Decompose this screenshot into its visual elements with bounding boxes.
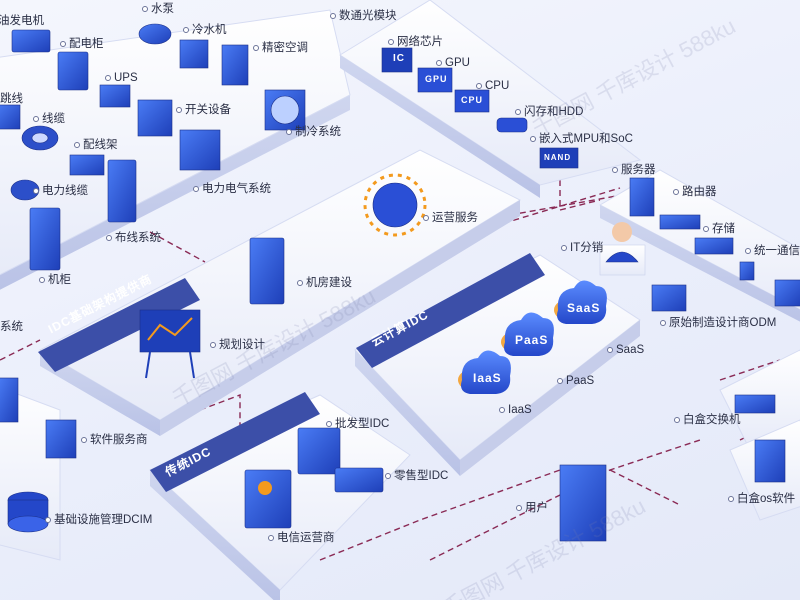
banner-cloud-shape — [356, 253, 545, 368]
chip-nand-text: NAND — [544, 153, 572, 162]
label-cabling-system: 布线系统 — [106, 231, 161, 245]
banner-traditional-shape — [150, 392, 320, 492]
label-power-electric: 电力电气系统 — [193, 182, 271, 196]
label-optical-module: 数通光模块 — [330, 9, 397, 23]
cloud-saas-text: SaaS — [567, 301, 601, 315]
label-precision-ac: 精密空调 — [253, 41, 308, 55]
label-flash-hdd: 闪存和HDD — [515, 105, 583, 119]
device-icons — [0, 23, 800, 542]
label-power-cable: 电力线缆 — [33, 184, 88, 198]
iaas-cloud-icon — [458, 350, 511, 394]
saas-cloud-icon — [554, 280, 607, 324]
label-network-chip: 网络芯片 — [388, 35, 443, 49]
label-system: 系统 — [0, 321, 23, 333]
label-embedded-mpu: 嵌入式MPU和SoC — [530, 132, 633, 146]
label-whitebox-os: 白盒os软件 — [728, 492, 795, 506]
label-saas: SaaS — [607, 343, 644, 357]
label-gpu: GPU — [436, 56, 470, 70]
label-iaas: IaaS — [499, 403, 532, 417]
label-router: 路由器 — [673, 185, 717, 199]
label-paas: PaaS — [557, 374, 594, 388]
label-planning-design: 规划设计 — [210, 338, 265, 352]
chip-ic-text: IC — [393, 53, 405, 64]
label-odm: 原始制造设计商ODM — [660, 316, 776, 330]
label-ups: UPS — [105, 71, 138, 85]
label-software-vendor: 软件服务商 — [81, 433, 148, 447]
label-wholesale-idc: 批发型IDC — [326, 417, 389, 431]
label-dcim: 基础设施管理DCIM — [45, 513, 152, 527]
platform-chips — [339, 0, 642, 198]
cloud-pins — [458, 280, 607, 394]
label-retail-idc: 零售型IDC — [385, 469, 448, 483]
chip-gpu-text: GPU — [425, 74, 448, 84]
label-refrigeration: 制冷系统 — [286, 125, 341, 139]
cloud-paas-text: PaaS — [515, 333, 549, 347]
label-cable: 线缆 — [33, 112, 65, 126]
label-water-pump: 水泵 — [142, 2, 174, 16]
paas-cloud-icon — [501, 312, 554, 356]
label-user: 用户 — [516, 501, 548, 515]
label-switchgear: 开关设备 — [176, 103, 231, 117]
label-it-distribution: IT分销 — [561, 241, 603, 255]
cloud-iaas-text: IaaS — [473, 371, 502, 385]
label-unified-comm: 统一通信 — [745, 244, 800, 258]
label-room-construction: 机房建设 — [297, 276, 352, 290]
label-server: 服务器 — [612, 163, 656, 177]
label-distribution-cabinet: 配电柜 — [60, 37, 104, 51]
label-whitebox-switch: 白盒交换机 — [674, 413, 741, 427]
chip-cpu-text: CPU — [461, 95, 484, 105]
label-operation-service: 运营服务 — [423, 211, 478, 225]
label-chiller: 冷水机 — [183, 23, 227, 37]
label-cpu: CPU — [476, 79, 509, 93]
label-jumper: 跳线 — [0, 93, 23, 105]
label-telecom-operator: 电信运营商 — [268, 531, 335, 545]
label-cabinet: 机柜 — [39, 273, 71, 287]
banner-infra-shape — [38, 278, 200, 372]
label-diesel-gen: 油发电机 — [0, 15, 44, 27]
label-storage: 存储 — [703, 222, 735, 236]
label-wiring-rack: 配线架 — [74, 138, 118, 152]
